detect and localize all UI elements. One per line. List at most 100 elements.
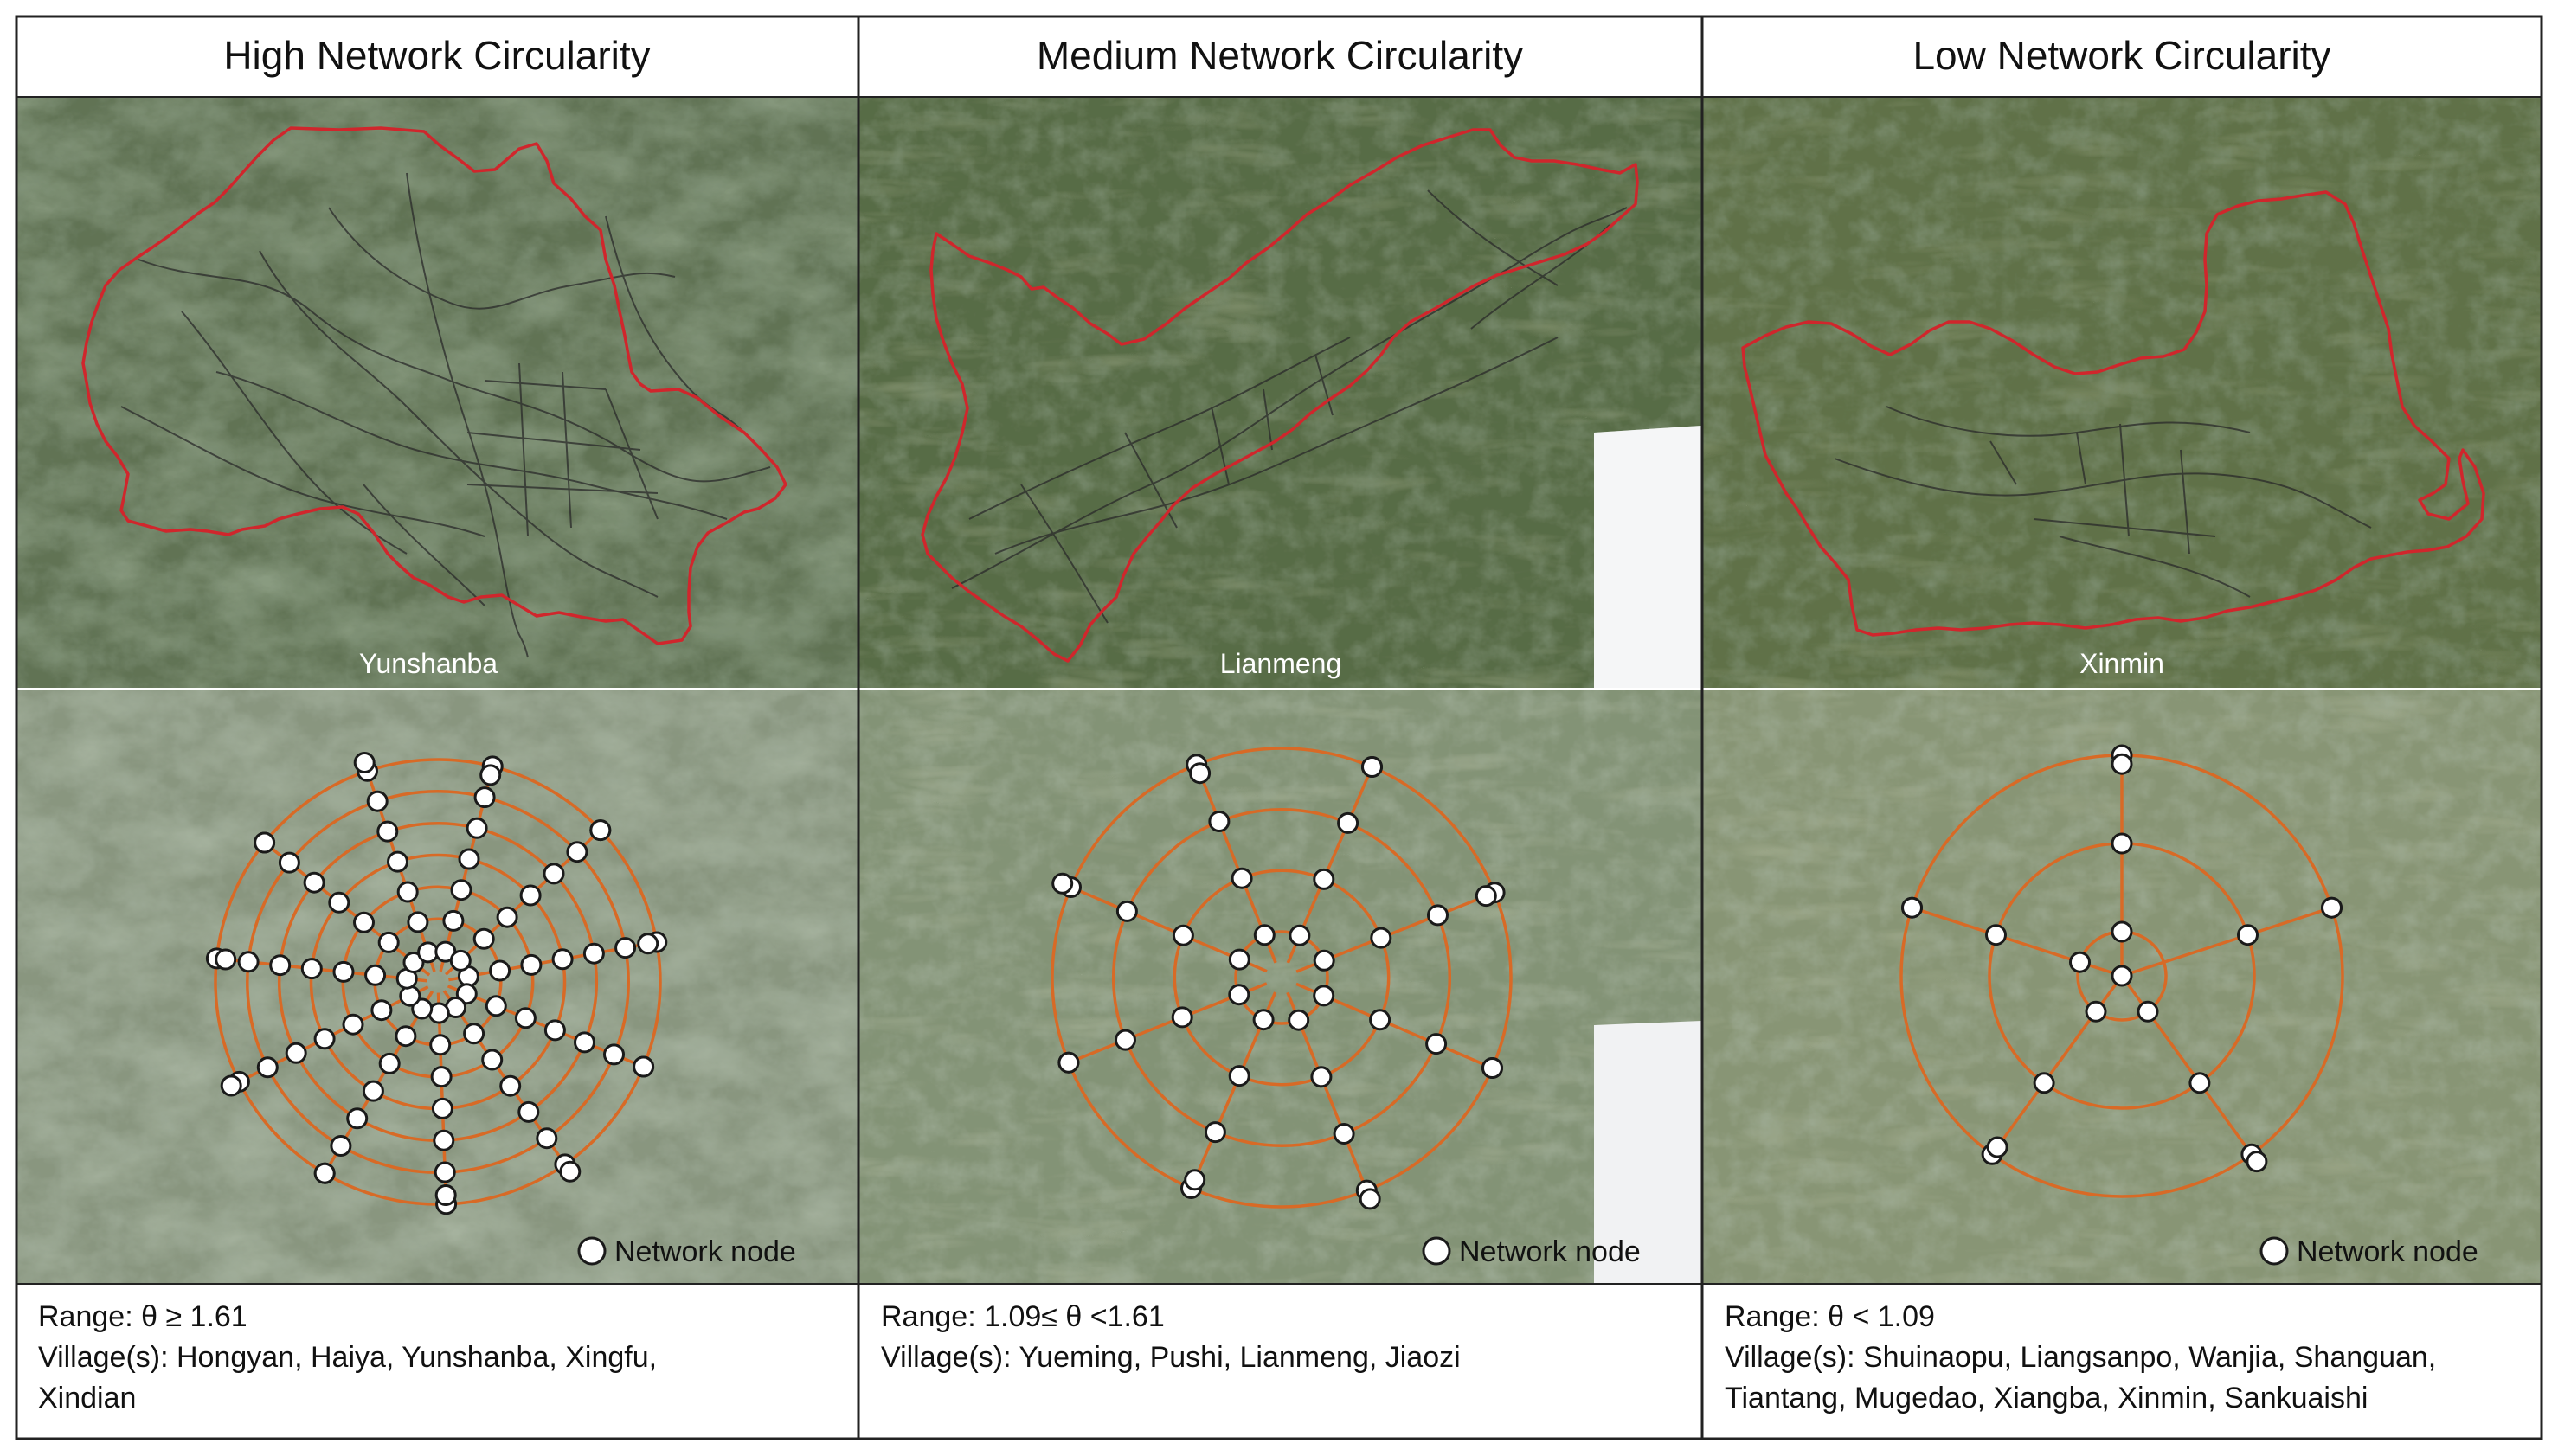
roads-yunshanba: [120, 172, 771, 658]
villages-high-line2: Xindian: [38, 1382, 136, 1414]
network-node: [370, 999, 393, 1022]
network-node: [1252, 1009, 1275, 1031]
legends: Network node Network node Network node: [577, 1235, 2478, 1268]
network-node: [633, 1055, 655, 1078]
network-node: [342, 1013, 364, 1036]
network-node: [614, 937, 637, 959]
network-node: [551, 948, 574, 971]
network-node: [353, 752, 376, 773]
network-node: [377, 931, 400, 953]
network-ring: [1173, 869, 1391, 1087]
boundary-xinmin: [1741, 190, 2485, 637]
legend-node-icon: [577, 1236, 607, 1266]
network-diagrams: [205, 744, 2344, 1215]
satellite-maps-top: [16, 98, 2542, 688]
range-low: Range: θ < 1.09: [1725, 1300, 1935, 1333]
network-node: [1310, 1066, 1333, 1088]
network-node: [455, 983, 478, 1005]
network-node: [300, 958, 323, 980]
satellite-map-high: [16, 98, 858, 688]
network-node: [431, 1097, 453, 1119]
network-node: [220, 1074, 242, 1097]
satellite-map-low: [1703, 98, 2542, 688]
network-node: [1986, 1136, 2008, 1158]
network-node: [269, 954, 292, 977]
village-label-lianmeng: Lianmeng: [1220, 648, 1342, 679]
network-node: [1115, 900, 1138, 922]
range-high: Range: θ ≥ 1.61: [38, 1300, 247, 1333]
network-node: [366, 790, 389, 812]
network-node: [362, 1080, 384, 1102]
network-node: [1313, 949, 1335, 972]
villages-low-line2: Tiantang, Mugedao, Xiangba, Xinmin, Sank…: [1725, 1382, 2368, 1414]
network-node: [434, 1161, 456, 1183]
network-node: [1231, 867, 1253, 889]
village-label-xinmin: Xinmin: [2079, 648, 2164, 679]
legend-label-low: Network node: [2297, 1235, 2478, 1268]
network-node: [1253, 924, 1276, 946]
network-node: [589, 819, 612, 842]
network-node: [434, 1184, 457, 1206]
network-node: [1204, 1121, 1226, 1144]
network-node: [2237, 924, 2259, 946]
network-node: [376, 820, 399, 843]
network-node: [559, 1160, 582, 1183]
network-node: [2069, 951, 2091, 973]
network-node: [417, 941, 440, 964]
heading-low: Low Network Circularity: [1912, 33, 2330, 78]
villages-low-line1: Village(s): Shuinaopu, Liangsanpo, Wanji…: [1725, 1341, 2436, 1374]
captions: Range: θ ≥ 1.61 Village(s): Hongyan, Hai…: [38, 1300, 2436, 1414]
network-spoke: [2121, 906, 2333, 978]
network-node: [466, 817, 488, 839]
network-node: [1228, 984, 1250, 1006]
network-node: [1370, 927, 1392, 949]
network-node: [332, 960, 355, 983]
network-node: [1985, 924, 2007, 946]
network-node: [2137, 1000, 2159, 1023]
network-node: [1901, 896, 1923, 919]
network-node: [489, 959, 511, 982]
network-node: [254, 831, 276, 854]
network-node: [2111, 965, 2133, 987]
villages-medium-line1: Village(s): Yueming, Pushi, Lianmeng, Ji…: [881, 1341, 1461, 1374]
legend-node-icon: [1422, 1236, 1451, 1266]
network-ring: [1051, 747, 1513, 1209]
network-node: [582, 942, 605, 965]
network-node: [566, 841, 588, 863]
heading-medium: Medium Network Circularity: [1037, 33, 1523, 78]
network-node: [399, 985, 421, 1007]
network-node: [1369, 1009, 1391, 1031]
faded-map-medium: [859, 690, 1701, 1283]
network-node: [479, 764, 502, 786]
network-node: [346, 1107, 369, 1130]
network-node: [2321, 896, 2343, 919]
legend-node-icon: [2259, 1236, 2289, 1266]
network-node: [1208, 811, 1231, 832]
network-node: [458, 848, 480, 870]
network-node: [499, 1074, 522, 1097]
network-node: [536, 1127, 558, 1150]
network-node: [543, 863, 565, 885]
network-node: [472, 927, 495, 950]
network-node: [485, 995, 507, 1017]
network-node: [450, 879, 472, 901]
satellite-map-medium: [859, 98, 1701, 688]
boundary-yunshanba: [81, 126, 787, 645]
boundary-lianmeng: [921, 128, 1639, 663]
network-node: [637, 933, 659, 955]
network-diagram: [205, 752, 668, 1215]
network-node: [407, 911, 429, 933]
network-node: [1228, 1065, 1250, 1087]
network-node: [1475, 885, 1497, 908]
network-node: [473, 786, 496, 809]
network-node: [1228, 948, 1250, 971]
network-node: [1189, 762, 1212, 785]
network-node: [2111, 753, 2133, 775]
network-node: [303, 871, 325, 894]
network-node: [1361, 756, 1383, 778]
network-node: [353, 911, 375, 933]
network-node: [1289, 924, 1311, 946]
network-node: [1172, 924, 1194, 946]
network-node: [1425, 1033, 1448, 1055]
network-node: [514, 1007, 537, 1029]
